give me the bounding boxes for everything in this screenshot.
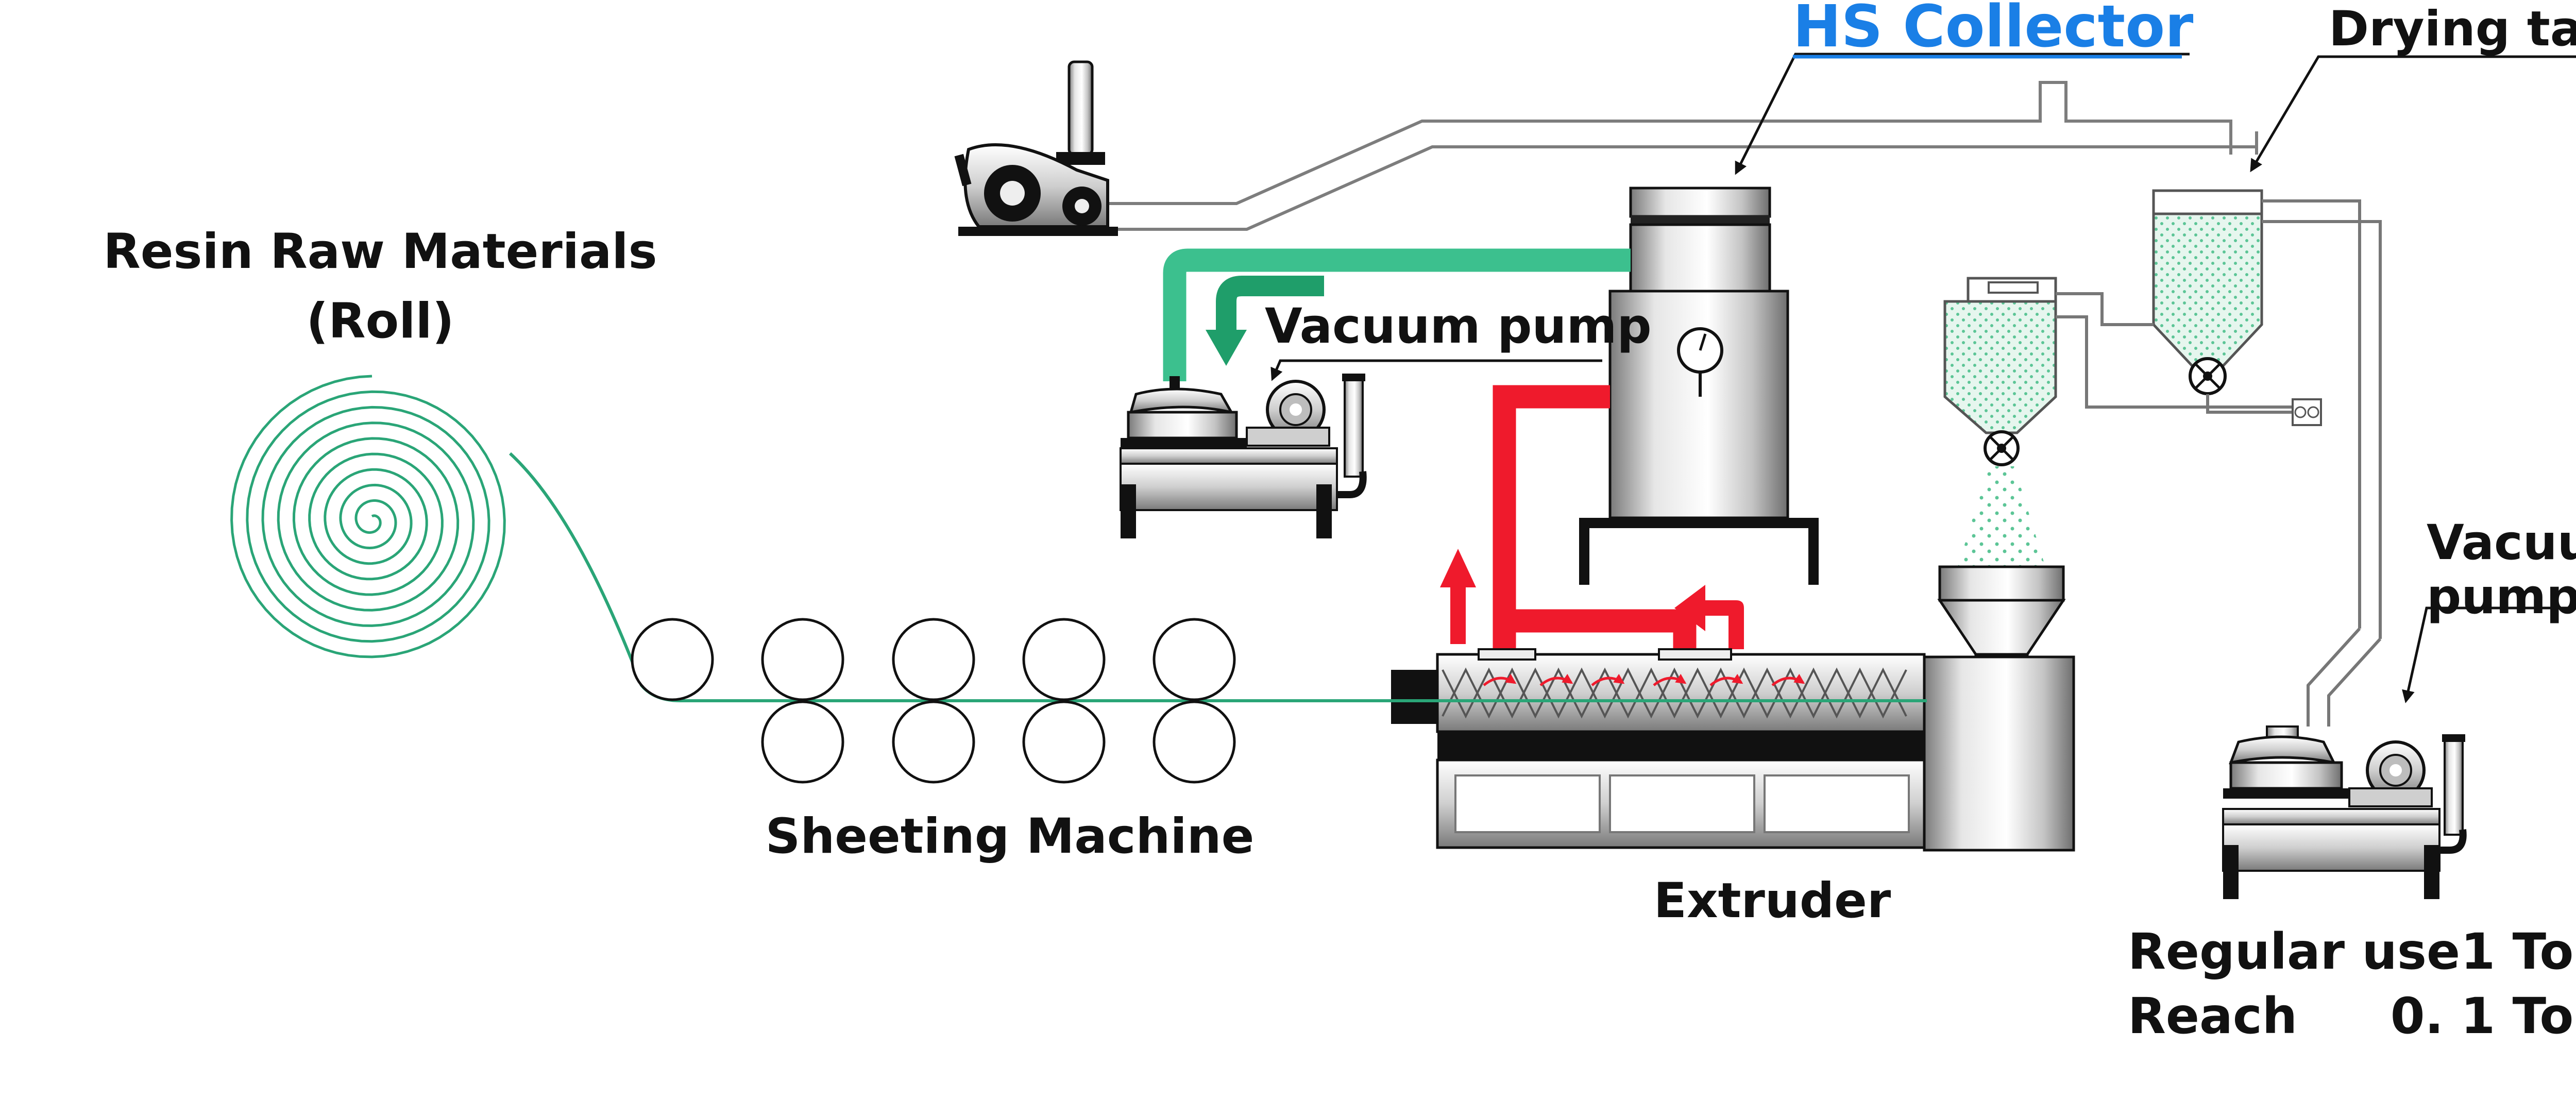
sheeting-machine-label: Sheeting Machine: [766, 808, 1255, 865]
drying-tank-label: Drying tank: [2329, 1, 2576, 57]
roller-top-4: [1022, 618, 1106, 701]
vacuum-pump-right: [2222, 627, 2467, 899]
resin-raw-materials-label: Resin Raw Materials: [103, 224, 657, 280]
roller-top-1: [631, 618, 714, 701]
roller-bottom-4: [1022, 700, 1106, 784]
extruder-label: Extruder: [1654, 873, 1891, 929]
vacuum-pump-left-label: Vacuum pump: [1265, 298, 1652, 354]
roller-top-2: [761, 618, 844, 701]
vacuum-pump-right-label-line1: Vacuum: [2427, 515, 2576, 571]
hs-collector-label: HS Collector: [1793, 0, 2193, 60]
valve-block: [2292, 398, 2322, 426]
top-vacuum-pipe: [1108, 81, 2258, 231]
drying-tank-left: [1943, 277, 2303, 567]
roller-bottom-5: [1153, 700, 1236, 784]
roots-blower: [954, 60, 1118, 236]
regular-use-label: Regular use: [2128, 923, 2460, 981]
roller-top-3: [892, 618, 975, 701]
roller-bottom-3: [892, 700, 975, 784]
hopper: [1937, 565, 2066, 671]
resin-roll-spiral: [230, 375, 506, 658]
reach-label: Reach: [2128, 987, 2297, 1045]
red-flow-arrows: [1440, 549, 1744, 649]
reach-value: 0. 1 Torr: [2391, 987, 2576, 1045]
drying-tank-right: [2152, 189, 2382, 639]
extruder: [1391, 648, 2075, 852]
roller-top-5: [1153, 618, 1236, 701]
sheeting-rollers: [631, 618, 1236, 784]
regular-use-value: 1 Torr: [2461, 923, 2576, 981]
green-suction-pipe: [1163, 248, 1631, 381]
vacuum-pump-left: [1120, 374, 1367, 538]
vacuum-pump-right-label-line2: pump: [2427, 569, 2576, 625]
roller-bottom-2: [761, 700, 844, 784]
leader-lines: [1270, 53, 2576, 703]
resin-roll-label: (Roll): [306, 293, 454, 349]
hs-collector: [1579, 187, 1819, 585]
